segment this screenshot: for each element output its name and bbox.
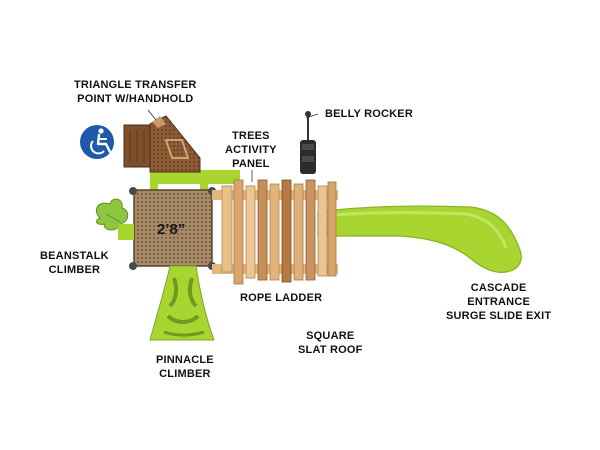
rope-ladder-label: ROPE LADDER <box>240 291 322 305</box>
beanstalk-climber-label: BEANSTALK CLIMBER <box>40 249 109 277</box>
trees-activity-panel-label: TREES ACTIVITY PANEL <box>225 129 277 171</box>
square-slat-roof-label: SQUARE SLAT ROOF <box>298 329 363 357</box>
deck-height-label: 2’8” <box>157 221 185 238</box>
cascade-slide-label: CASCADE ENTRANCE SURGE SLIDE EXIT <box>446 281 551 323</box>
triangle-transfer-point <box>124 116 200 172</box>
cascade-slide <box>318 206 521 272</box>
accessibility-icon <box>80 125 114 159</box>
beanstalk-climber <box>96 199 134 240</box>
belly-rocker-label: BELLY ROCKER <box>325 107 413 121</box>
square-slat-roof <box>212 180 338 284</box>
triangle-transfer-label: TRIANGLE TRANSFER POINT W/HANDHOLD <box>74 78 197 106</box>
pinnacle-climber <box>150 266 214 340</box>
pinnacle-climber-label: PINNACLE CLIMBER <box>156 353 214 381</box>
belly-rocker <box>300 111 316 174</box>
